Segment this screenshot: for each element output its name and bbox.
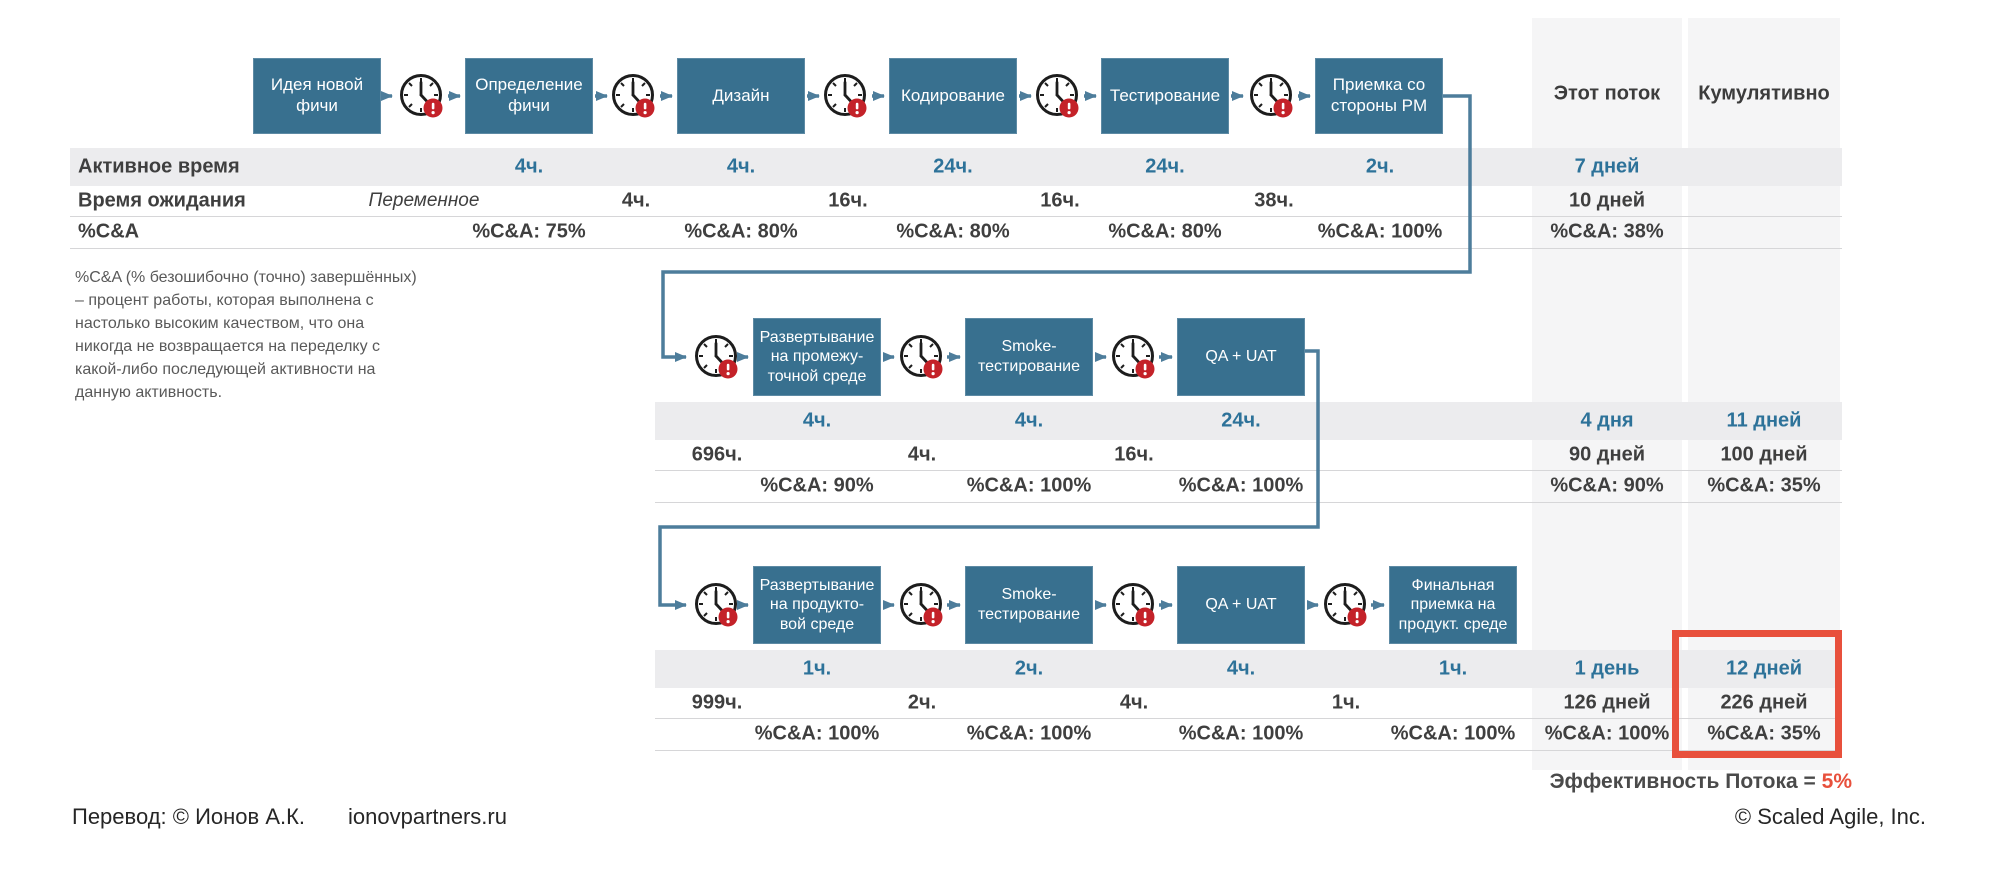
active-time-value: 1ч. [802, 657, 832, 680]
active-time-value: 4ч. [726, 155, 756, 178]
cumulative-wait-total: 100 дней [1720, 443, 1808, 466]
process-box-smoke-testing: Smoke-тестирование [965, 318, 1093, 396]
flow-efficiency: Эффективность Потока = 5% [1550, 770, 1852, 794]
wait-clock-icon [695, 583, 739, 628]
flow-efficiency-label: Эффективность Потока [1549, 770, 1798, 793]
ca-value: %C&A: 80% [896, 220, 1010, 243]
ca-value: %C&A: 90% [760, 474, 874, 497]
active-time-value: 1ч. [1438, 657, 1468, 680]
row-label-active-time: Активное время [78, 155, 240, 178]
wait-clock-icon [1112, 335, 1156, 380]
cumulative-ca-total: %C&A: 35% [1707, 722, 1821, 745]
row-divider [655, 750, 1842, 751]
cumulative-active-total: 12 дней [1726, 657, 1802, 680]
wait-time-value: 16ч. [1040, 189, 1080, 212]
process-box-final-acceptance: Финальная приемка на продукт. среде [1389, 566, 1517, 644]
process-box-idea: Идея новой фичи [253, 58, 381, 134]
wait-time-value: 696ч. [691, 443, 743, 466]
cumulative-wait-total: 226 дней [1720, 691, 1808, 714]
wait-clock-icon [1250, 74, 1294, 119]
this-stream-wait-total: 90 дней [1569, 443, 1645, 466]
wait-clock-icon [1324, 583, 1368, 628]
active-time-value: 4ч. [1014, 409, 1044, 432]
wait-time-value: 4ч. [1119, 691, 1149, 714]
process-box-qa-uat: QA + UAT [1177, 318, 1305, 396]
process-box-coding: Кодирование [889, 58, 1017, 134]
scaled-agile-copyright: © Scaled Agile, Inc. [1734, 804, 1926, 829]
row-divider [70, 216, 1842, 217]
row-divider [70, 248, 1842, 249]
process-box-qa-uat-2: QA + UAT [1177, 566, 1305, 644]
ca-value: %C&A: 80% [1108, 220, 1222, 243]
column-header-this-stream: Этот поток [1553, 82, 1661, 105]
active-time-value: 4ч. [802, 409, 832, 432]
ca-value: %C&A: 75% [472, 220, 586, 243]
wait-time-value: 38ч. [1254, 189, 1294, 212]
active-time-value: 2ч. [1014, 657, 1044, 680]
wait-clock-icon [612, 74, 656, 119]
this-stream-wait-total: 10 дней [1569, 189, 1645, 212]
ca-definition-note: %C&A (% безошибочно (точно) завершённых)… [75, 269, 417, 401]
process-box-testing: Тестирование [1101, 58, 1229, 134]
wait-time-value: Переменное [368, 190, 480, 211]
wait-clock-icon [400, 74, 444, 119]
column-header-cumulative: Кумулятивно [1698, 82, 1830, 105]
process-box-staging-deploy: Развертывание на промежу-точной среде [753, 318, 881, 396]
translation-credit: Перевод: © Ионов А.К. [72, 804, 306, 829]
wait-time-value: 1ч. [1331, 691, 1361, 714]
this-stream-active-total: 4 дня [1580, 409, 1634, 432]
active-time-value: 24ч. [933, 155, 973, 178]
ca-value: %C&A: 100% [1178, 722, 1304, 745]
ca-value: %C&A: 100% [966, 474, 1092, 497]
row-divider [655, 718, 1842, 719]
cumulative-highlight-box [1672, 630, 1842, 758]
flow-efficiency-equals: = [1803, 770, 1816, 793]
active-time-value: 24ч. [1145, 155, 1185, 178]
this-stream-ca-total: %C&A: 100% [1544, 722, 1670, 745]
flow3-active-time-band [655, 650, 1842, 688]
this-stream-active-total: 7 дней [1574, 155, 1640, 178]
process-box-smoke-testing-2: Smoke-тестирование [965, 566, 1093, 644]
ca-value: %C&A: 100% [1390, 722, 1516, 745]
active-time-value: 4ч. [514, 155, 544, 178]
active-time-value: 4ч. [1226, 657, 1256, 680]
wait-clock-icon [1036, 74, 1080, 119]
ca-value: %C&A: 80% [684, 220, 798, 243]
row-divider [655, 470, 1842, 471]
process-box-feature-definition: Определение фичи [465, 58, 593, 134]
wait-time-value: 999ч. [691, 691, 743, 714]
row-divider [655, 502, 1842, 503]
wait-time-value: 2ч. [907, 691, 937, 714]
translator-site: ionovpartners.ru [348, 804, 507, 829]
wait-clock-icon [900, 335, 944, 380]
wait-time-value: 4ч. [907, 443, 937, 466]
wait-clock-icon [824, 74, 868, 119]
active-time-value: 2ч. [1365, 155, 1395, 178]
this-stream-active-total: 1 день [1574, 657, 1640, 680]
process-box-design: Дизайн [677, 58, 805, 134]
cumulative-active-total: 11 дней [1726, 409, 1802, 432]
wait-time-value: 16ч. [1114, 443, 1154, 466]
ca-value: %C&A: 100% [1317, 220, 1443, 243]
ca-value: %C&A: 100% [754, 722, 880, 745]
cumulative-ca-total: %C&A: 35% [1707, 474, 1821, 497]
this-stream-wait-total: 126 дней [1563, 691, 1651, 714]
ca-value: %C&A: 100% [1178, 474, 1304, 497]
wait-time-value: 4ч. [621, 189, 651, 212]
flow-efficiency-value: 5% [1821, 770, 1852, 793]
wait-clock-icon [900, 583, 944, 628]
row-label-ca: %C&A [78, 220, 140, 243]
this-stream-column-panel [1532, 18, 1682, 770]
this-stream-ca-total: %C&A: 90% [1550, 474, 1664, 497]
row-label-wait-time: Время ожидания [78, 189, 246, 212]
process-box-pm-acceptance: Приемка со стороны PM [1315, 58, 1443, 134]
wait-clock-icon [1112, 583, 1156, 628]
this-stream-ca-total: %C&A: 38% [1550, 220, 1664, 243]
process-box-prod-deploy: Развертывание на продукто-вой среде [753, 566, 881, 644]
ca-value: %C&A: 100% [966, 722, 1092, 745]
wait-time-value: 16ч. [828, 189, 868, 212]
active-time-value: 24ч. [1221, 409, 1261, 432]
wait-clock-icon [695, 335, 739, 380]
cumulative-column-panel [1688, 18, 1840, 770]
